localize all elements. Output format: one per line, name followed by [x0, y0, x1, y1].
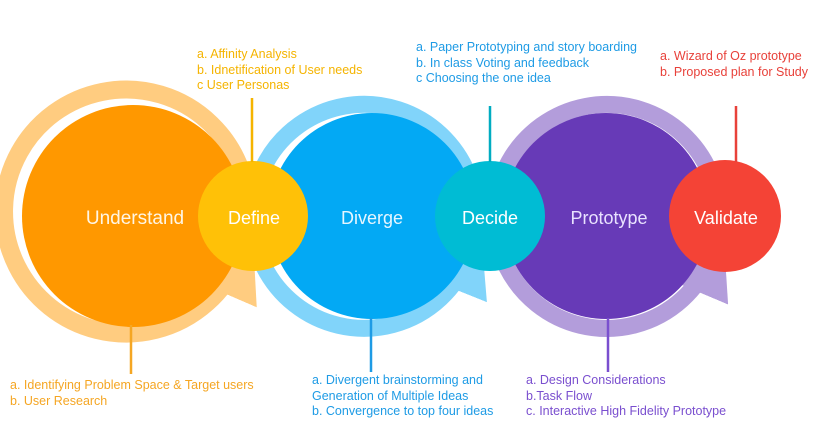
prototype-circle — [503, 113, 709, 319]
decide-note-b: b. In class Voting and feedback — [416, 55, 590, 70]
prototype-notes: a. Design Considerations b.Task Flow c. … — [526, 373, 726, 420]
diverge-label: Diverge — [341, 208, 403, 228]
validate-notes: a. Wizard of Oz prototype b. Proposed pl… — [660, 49, 808, 80]
understand-label: Understand — [86, 208, 184, 229]
diverge-note-a: a. Divergent brainstorming and — [312, 373, 483, 387]
define-note-c: c User Personas — [197, 78, 290, 92]
diverge-notes: a. Divergent brainstorming and Generatio… — [312, 373, 493, 420]
diverge-note-b: b. Convergence to top four ideas — [312, 404, 494, 418]
validate-circle — [669, 160, 781, 272]
define-circle — [198, 161, 308, 271]
diverge-circle — [269, 113, 475, 319]
validate-note-a: a. Wizard of Oz prototype — [660, 49, 802, 63]
decide-note-a: a. Paper Prototyping and story boarding — [416, 40, 637, 54]
validate-label: Validate — [694, 208, 758, 228]
decide-note-c: c Choosing the one idea — [416, 71, 551, 85]
define-note-b: b. Idnetification of User needs — [197, 62, 363, 77]
understand-circle — [22, 105, 244, 327]
decide-label: Decide — [462, 208, 518, 228]
prototype-label: Prototype — [570, 208, 647, 228]
prototype-note-b: b.Task Flow — [526, 388, 592, 403]
decide-circle — [435, 161, 545, 271]
prototype-note-a: a. Design Considerations — [526, 373, 666, 387]
define-notes: a. Affinity Analysis b. Idnetification o… — [197, 47, 362, 94]
validate-note-b: b. Proposed plan for Study — [660, 64, 809, 79]
understand-notes: a. Identifying Problem Space & Target us… — [10, 378, 254, 409]
decide-notes: a. Paper Prototyping and story boarding … — [416, 40, 637, 87]
define-label: Define — [228, 208, 280, 228]
prototype-note-c: c. Interactive High Fidelity Prototype — [526, 404, 727, 418]
understand-note-b: b. User Research — [10, 393, 108, 408]
diverge-note-a-cont: Generation of Multiple Ideas — [312, 388, 469, 403]
understand-note-a: a. Identifying Problem Space & Target us… — [10, 378, 254, 392]
define-note-a: a. Affinity Analysis — [197, 47, 297, 61]
understand-ring-arrow-top — [0, 80, 257, 343]
